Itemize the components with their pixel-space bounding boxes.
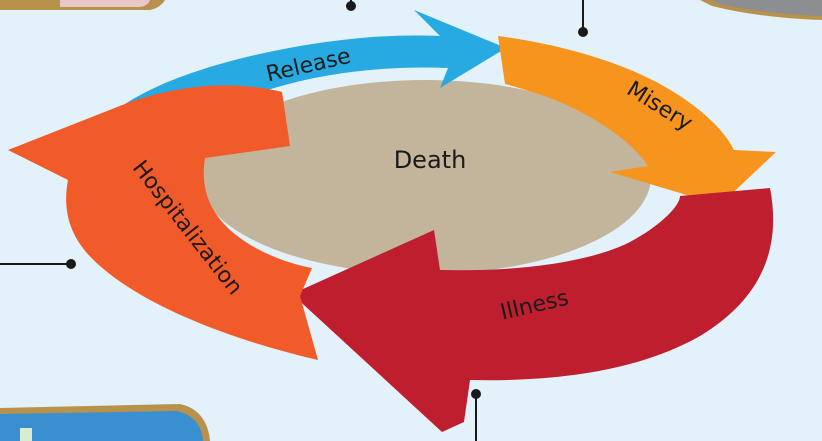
illness-arrow: [292, 188, 774, 432]
center-label: Death: [394, 146, 467, 174]
connector-top: [346, 0, 356, 11]
release-arrow: [125, 10, 506, 110]
connector-bottom: [471, 389, 481, 441]
misery-arrow: [498, 36, 776, 205]
center-ellipse: [199, 80, 651, 274]
connector-top-right: [578, 0, 588, 37]
photo-bottom-left: [0, 404, 210, 441]
hospitalization-arrow: [8, 85, 318, 360]
photo-top-left: [0, 0, 165, 10]
photo-top-right: [700, 0, 822, 20]
connector-left: [0, 259, 76, 269]
